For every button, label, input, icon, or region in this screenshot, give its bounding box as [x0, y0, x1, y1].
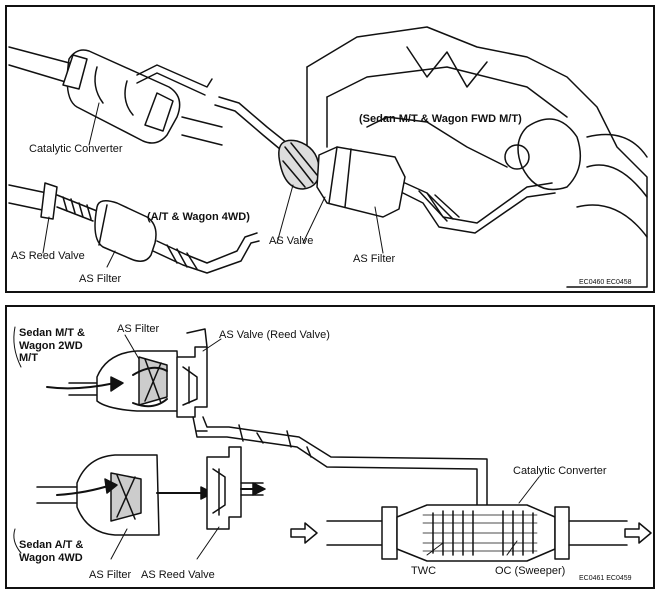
lower-as-reed-valve-drawing [206, 446, 266, 530]
bottom-schematic-diagram [13, 326, 652, 562]
catalytic-converter-drawing [62, 49, 181, 144]
as-reed-valve-filter-left-drawing [8, 182, 260, 274]
label-twc: TWC [411, 565, 437, 577]
label-catalytic-converter-bottom: Catalytic Converter [513, 465, 607, 477]
label-at-wagon-4wd: (A/T & Wagon 4WD) [147, 211, 250, 223]
upper-as-valve-drawing [176, 328, 208, 418]
label-as-reed-valve-bottom: AS Reed Valve [141, 569, 215, 581]
label-as-valve: AS Valve [269, 235, 314, 247]
leader-lines-bottom [13, 326, 540, 560]
label-catalytic-converter: Catalytic Converter [29, 143, 123, 155]
label-as-filter-bottom: AS Filter [89, 569, 132, 581]
figure-code-top: EC0460 EC0458 [579, 279, 632, 286]
top-illustration-panel: Catalytic Converter (Sedan M/T & Wagon F… [5, 5, 655, 293]
label-as-valve-reed-valve: AS Valve (Reed Valve) [219, 329, 330, 341]
label-as-filter-left: AS Filter [79, 273, 122, 285]
figure-code-bottom: EC0461 EC0459 [579, 575, 632, 582]
as-pipe-top [136, 64, 293, 156]
engine-block-drawing [306, 26, 648, 288]
exhaust-pipe-upper [8, 46, 223, 146]
as-valve-filter-right-drawing [278, 139, 556, 234]
label-oc-sweeper: OC (Sweeper) [495, 565, 566, 577]
label-as-reed-valve: AS Reed Valve [11, 250, 85, 262]
upper-as-filter-drawing [46, 350, 180, 412]
bottom-diagram-panel: Sedan M/T & Wagon 2WD M/T AS Filter AS V… [5, 305, 655, 589]
label-sedan-mt-wagon-fwd-mt: (Sedan M/T & Wagon FWD M/T) [359, 113, 522, 125]
leader-lines-top [42, 102, 384, 268]
catalytic-converter-schematic [326, 504, 628, 562]
label-sedan-at-wagon-4wd: Sedan A/T & Wagon 4WD [19, 539, 84, 564]
lower-as-filter-drawing [36, 454, 214, 536]
top-engine-illustration [8, 26, 648, 288]
label-sedan-mt-wagon-2wd-mt: Sedan M/T & Wagon 2WD M/T [19, 327, 86, 365]
exhaust-flow-arrows [290, 522, 652, 544]
label-as-filter-right: AS Filter [353, 253, 396, 265]
label-as-filter-top: AS Filter [117, 323, 160, 335]
